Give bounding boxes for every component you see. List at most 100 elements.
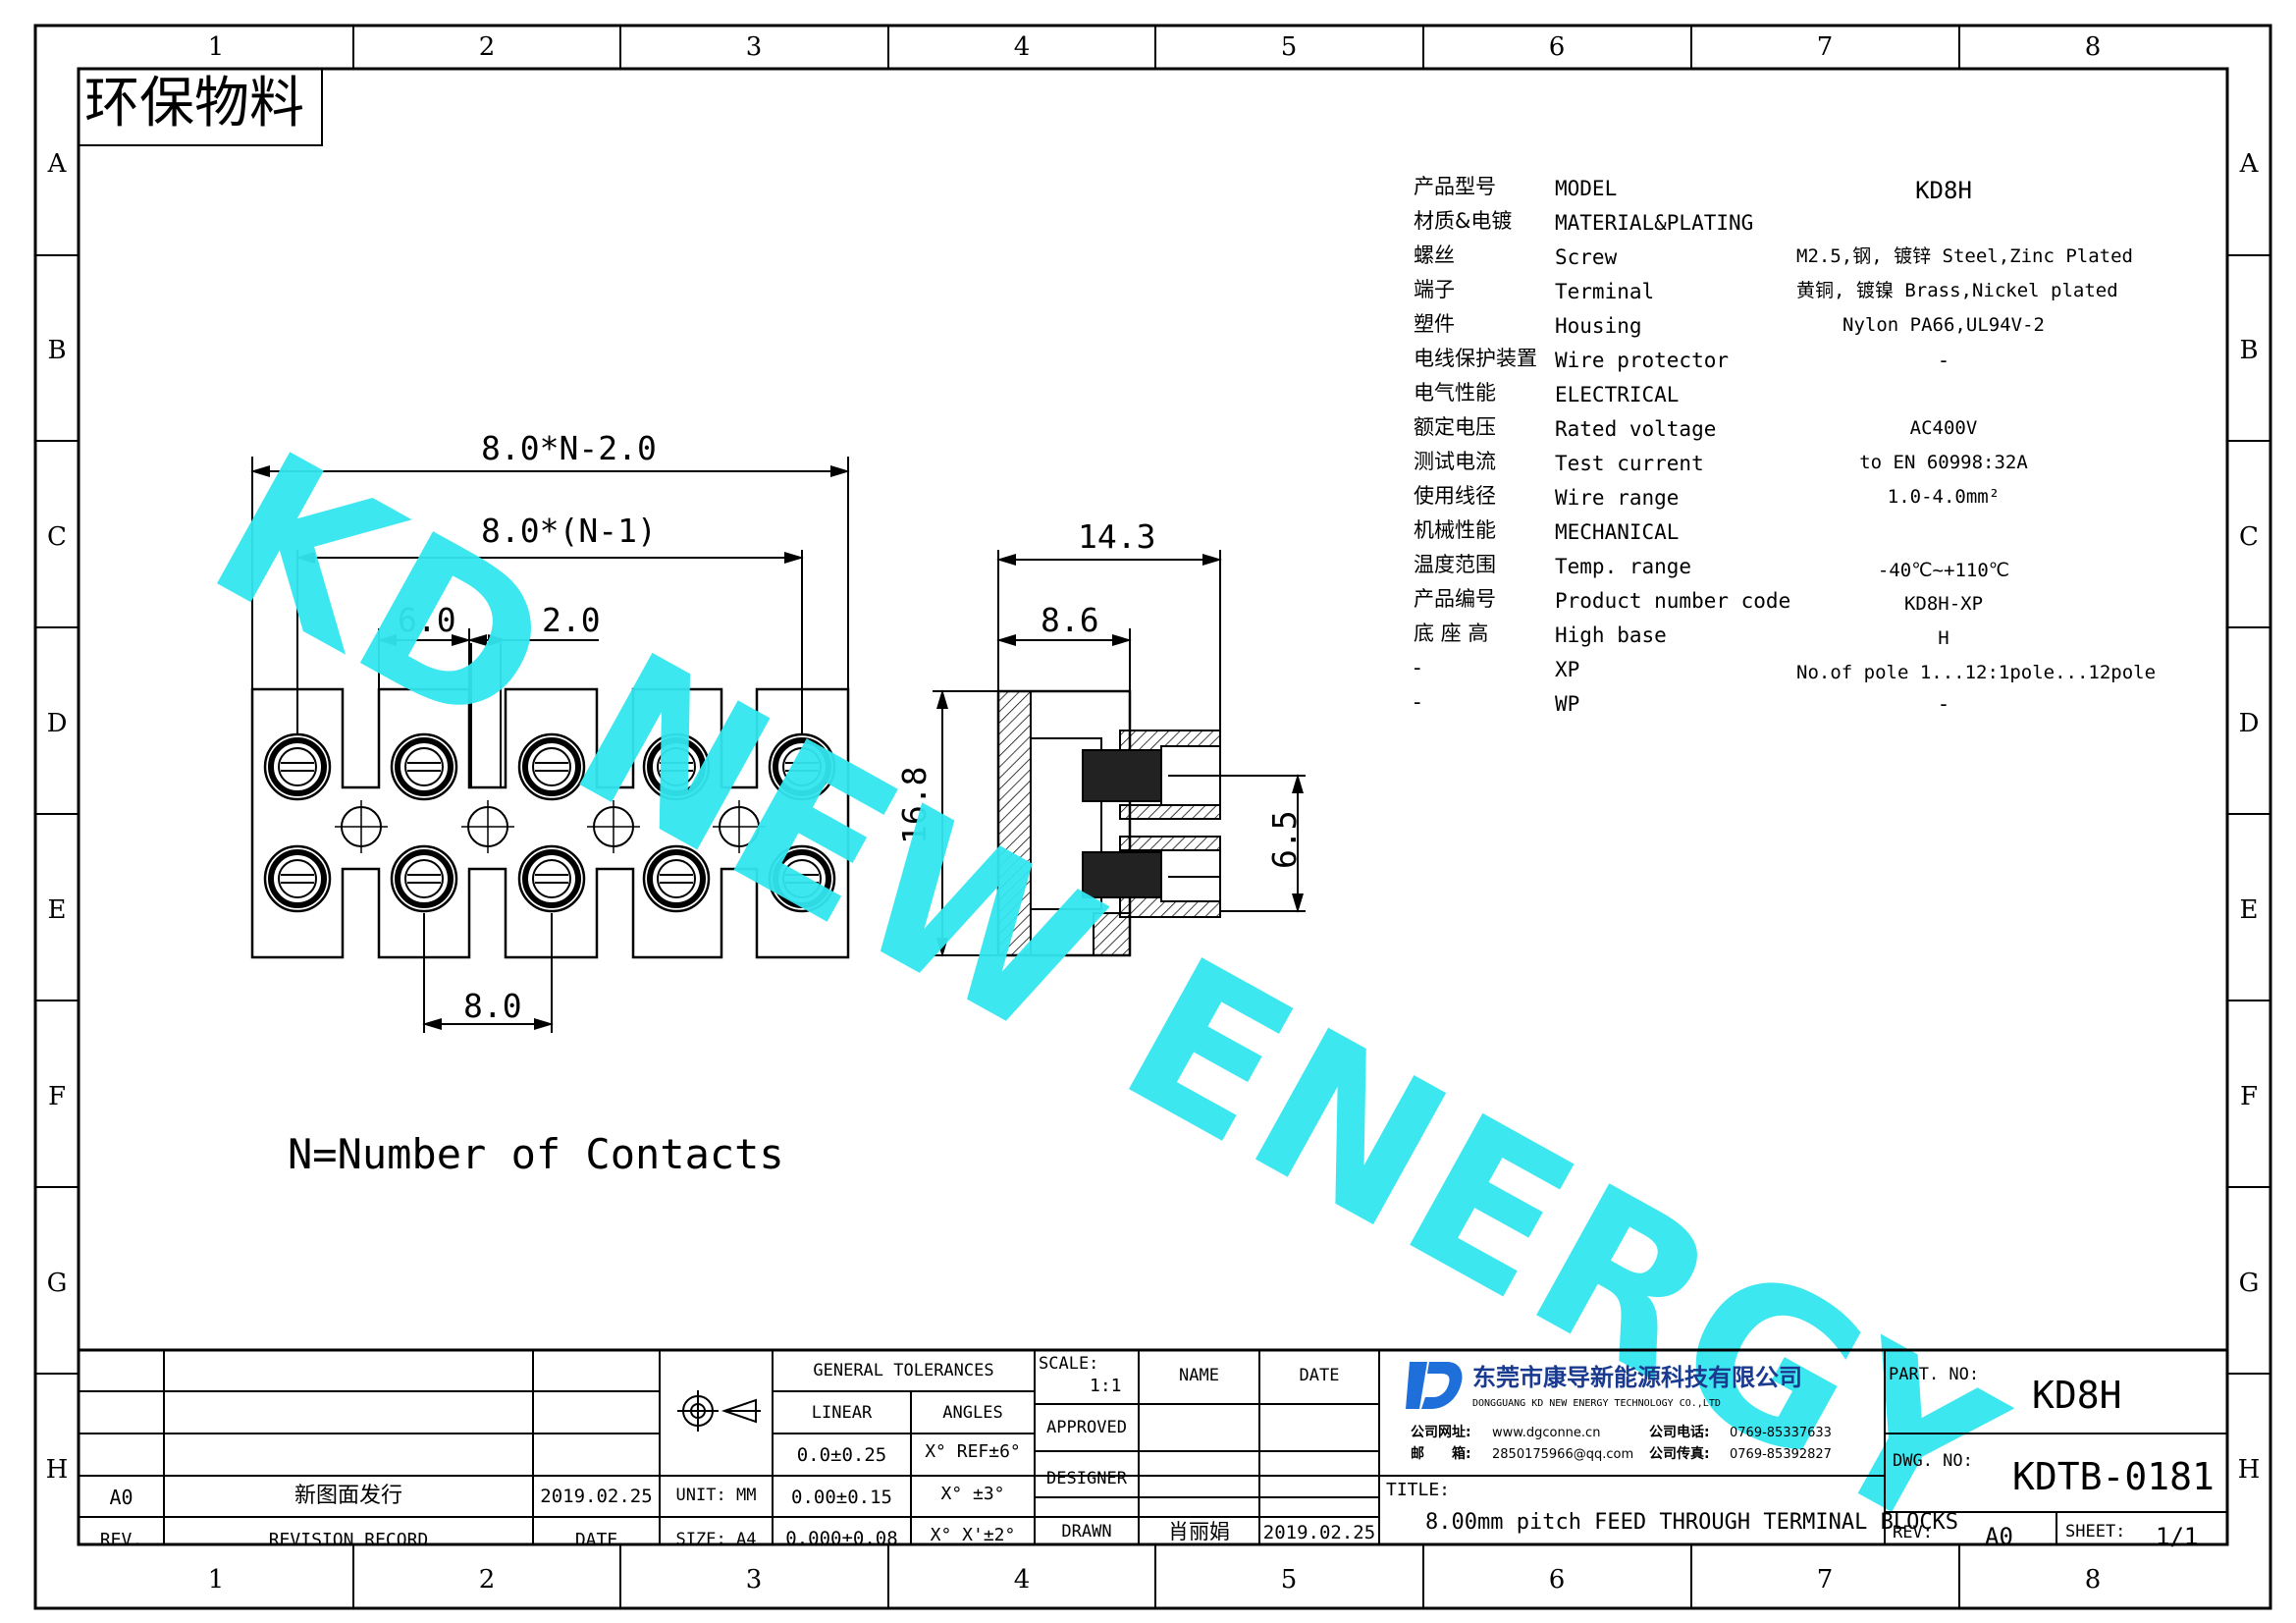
general-tolerances-header: GENERAL TOLERANCES [813, 1361, 994, 1380]
spec-cn: - [1414, 690, 1421, 714]
unit-label: UNIT: MM [675, 1486, 757, 1505]
column-label: 8 [2084, 32, 2102, 62]
spec-en: Housing [1555, 314, 1642, 338]
spec-cn: 使用线径 [1414, 484, 1496, 508]
row-label: E [47, 895, 67, 925]
dwg-no-label: DWG. NO: [1893, 1451, 1973, 1471]
rev-record-value: 新图面发行 [294, 1484, 402, 1508]
spec-cn: 塑件 [1414, 312, 1455, 336]
name-header: NAME [1179, 1366, 1219, 1385]
tolerance-angles: X° ±3° [940, 1484, 1005, 1504]
column-label: 5 [1280, 1565, 1298, 1595]
column-label: 3 [745, 1565, 763, 1595]
row-label: G [2238, 1269, 2260, 1298]
column-label: 1 [207, 32, 225, 62]
spec-table: 产品型号 MODEL KD8H 材质&电镀 MATERIAL&PLATING 螺… [1414, 175, 2156, 717]
dwg-no: KDTB-0181 [2012, 1455, 2215, 1498]
column-label: 6 [1548, 32, 1566, 62]
contacts-note: N=Number of Contacts [288, 1130, 784, 1178]
linear-header: LINEAR [811, 1403, 873, 1423]
tolerance-linear: 0.00±0.15 [791, 1487, 892, 1508]
email-label: 邮 箱: [1411, 1446, 1471, 1462]
row-label: G [46, 1269, 68, 1298]
column-label: 7 [1816, 32, 1834, 62]
spec-cn: 电气性能 [1414, 381, 1496, 405]
dim-overall-length: 8.0*N-2.0 [481, 429, 657, 467]
spec-en: XP [1555, 658, 1580, 681]
row-label: D [46, 709, 68, 738]
spec-value: 1.0-4.0mm² [1887, 486, 2001, 508]
spec-value: KD8H-XP [1903, 593, 1984, 615]
drawn-name: 肖丽娟 [1168, 1520, 1230, 1543]
spec-cn: 温度范围 [1414, 553, 1496, 576]
spec-value: KD8H [1915, 177, 1972, 204]
title-label: TITLE: [1386, 1480, 1451, 1500]
spec-en: Product number code [1555, 589, 1791, 613]
spec-en: Wire protector [1555, 349, 1730, 372]
spec-cn: 底 座 高 [1414, 622, 1489, 645]
rev-no: A0 [1985, 1523, 2013, 1550]
dim-pole-width: 6.0 [398, 601, 456, 639]
rev-header: REV. [99, 1530, 143, 1550]
sheet-no: 1/1 [2156, 1523, 2199, 1550]
website: www.dgconne.cn [1492, 1426, 1601, 1440]
dim-gap: 2.0 [542, 601, 601, 639]
angles-header: ANGLES [942, 1403, 1003, 1423]
spec-en: Temp. range [1555, 555, 1692, 578]
sheet-label: SHEET: [2065, 1522, 2126, 1542]
spec-en: High base [1555, 623, 1667, 647]
row-label: C [47, 522, 67, 552]
scale-label: SCALE: [1039, 1354, 1099, 1374]
rev-date-value: 2019.02.25 [540, 1486, 653, 1507]
scale-value: 1:1 [1090, 1376, 1122, 1396]
tolerance-angles: X° REF±6° [925, 1441, 1021, 1462]
row-label: A [47, 149, 67, 179]
row-label: A [2239, 149, 2259, 179]
fax: 0769-85392827 [1730, 1447, 1832, 1462]
row-label: E [2239, 895, 2259, 925]
phone-label: 公司电话: [1649, 1425, 1710, 1440]
spec-en: WP [1555, 692, 1580, 716]
spec-en: Screw [1555, 245, 1618, 269]
column-label: 6 [1548, 1565, 1566, 1595]
spec-value: 黄铜, 镀镍 Brass,Nickel plated [1796, 280, 2118, 301]
dim-inner-depth: 8.6 [1041, 601, 1099, 639]
column-label: 2 [478, 32, 496, 62]
spec-en: Wire range [1555, 486, 1680, 510]
spec-cn: 产品型号 [1414, 175, 1496, 198]
spec-en: Rated voltage [1555, 417, 1717, 441]
column-label: 4 [1013, 1565, 1031, 1595]
size-label: SIZE: A4 [675, 1530, 757, 1549]
spec-value: -40℃~+110℃ [1877, 560, 2010, 581]
row-label: F [2239, 1082, 2259, 1111]
date-header: DATE [1299, 1366, 1340, 1385]
dim-pitch-span: 8.0*(N-1) [481, 512, 657, 550]
drawn-label: DRAWN [1061, 1522, 1112, 1542]
spec-en: MATERIAL&PLATING [1555, 211, 1754, 235]
company-name-en: DONGGUANG KD NEW ENERGY TECHNOLOGY CO.,L… [1472, 1398, 1721, 1409]
row-label: H [45, 1455, 69, 1485]
spec-en: Test current [1555, 452, 1704, 475]
column-label: 3 [745, 32, 763, 62]
spec-cn: 额定电压 [1414, 415, 1496, 439]
spec-value: - [1937, 692, 1950, 716]
spec-value: - [1937, 349, 1950, 372]
spec-cn: 电线保护装置 [1414, 347, 1537, 370]
dim-depth: 14.3 [1078, 517, 1156, 556]
eco-material-label: 环保物料 [79, 69, 323, 146]
tolerance-linear: 0.0±0.25 [796, 1444, 887, 1466]
website-label: 公司网址: [1411, 1425, 1471, 1440]
drawing-title: 8.00mm pitch FEED THROUGH TERMINAL BLOCK… [1425, 1510, 1959, 1535]
spec-value: to EN 60998:32A [1859, 452, 2028, 473]
spec-value: Nylon PA66,UL94V-2 [1842, 314, 2045, 336]
part-no-label: PART. NO: [1889, 1365, 1980, 1384]
approved-label: APPROVED [1046, 1418, 1127, 1437]
company-name-cn: 东莞市康导新能源科技有限公司 [1472, 1364, 1802, 1391]
company-logo [1406, 1362, 1463, 1409]
spec-cn: 材质&电镀 [1414, 209, 1513, 233]
column-label: 1 [207, 1565, 225, 1595]
spec-value: AC400V [1909, 417, 1978, 439]
phone: 0769-85337633 [1730, 1426, 1832, 1440]
